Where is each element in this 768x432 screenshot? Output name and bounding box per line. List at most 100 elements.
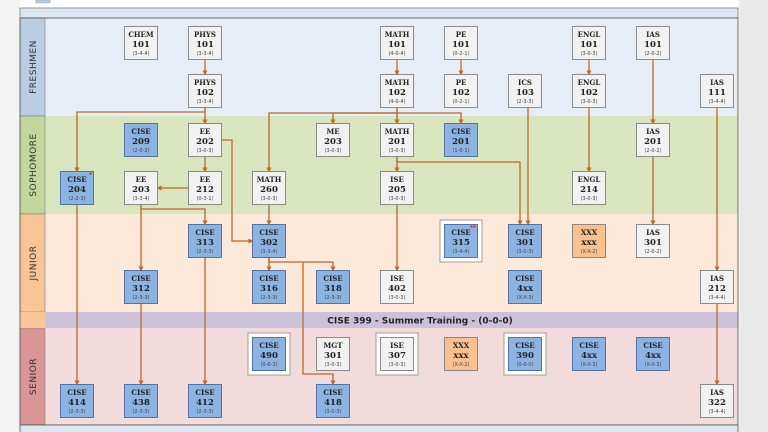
course-dept: ICS	[518, 78, 532, 87]
course-dept: CISE	[451, 127, 470, 136]
footer-band	[19, 424, 739, 432]
header-band	[19, 7, 739, 19]
course-number: 101	[580, 40, 598, 50]
course-number: 412	[196, 398, 214, 408]
course-number: 302	[260, 238, 278, 248]
course-box	[380, 74, 414, 108]
course-dept: CHEM	[128, 30, 154, 39]
course-number: 260	[260, 185, 278, 195]
course-number: 102	[452, 88, 470, 98]
course-dept: CISE	[67, 388, 86, 397]
course-box	[380, 26, 414, 60]
course-dept: ISE	[390, 341, 404, 350]
course-number: 201	[452, 137, 470, 147]
course-box	[444, 26, 478, 60]
course-number: 414	[68, 398, 86, 408]
course-credits: (3-4-4)	[708, 409, 725, 415]
course-credits: (2-0-2)	[132, 148, 149, 154]
course-dept: CISE	[67, 175, 86, 184]
course-number: 101	[388, 40, 406, 50]
course-credits: (3-0-3)	[196, 148, 213, 154]
course-dept: CISE	[515, 274, 534, 283]
course-dept: CISE	[579, 341, 598, 350]
prereq-arrow-phys102-to-cise204	[74, 107, 206, 173]
course-dept: ME	[326, 127, 339, 136]
prereq-arrow-math102-to-me203	[330, 112, 397, 125]
course-box	[188, 74, 222, 108]
course-dept: IAS	[646, 228, 660, 237]
course-credits: (1-0-1)	[452, 148, 469, 154]
course-box	[316, 123, 350, 157]
course-box	[380, 337, 414, 371]
course-dept: XXX	[453, 341, 470, 350]
course-credits: (0-2-1)	[452, 51, 469, 57]
course-number: 101	[132, 40, 150, 50]
course-number: 4xx	[517, 284, 534, 294]
year-label-senior: SENIOR	[29, 358, 39, 395]
course-number: 103	[516, 88, 534, 98]
course-box	[316, 384, 350, 418]
course-dept: ISE	[390, 274, 404, 283]
course-credits: (3-0-3)	[260, 196, 277, 202]
course-credits: (2-0-2)	[644, 51, 661, 57]
course-credits: (3-0-3)	[324, 409, 341, 415]
course-credits: (3-0-3)	[580, 51, 597, 57]
course-credits: (X-X-2)	[581, 249, 598, 255]
course-number: 201	[644, 137, 662, 147]
prereq-arrow-math102-to-cise201	[397, 112, 464, 125]
course-dept: CISE	[131, 388, 150, 397]
course-number: 390	[516, 351, 534, 361]
course-dept: XXX	[581, 228, 598, 237]
course-number: 438	[132, 398, 150, 408]
